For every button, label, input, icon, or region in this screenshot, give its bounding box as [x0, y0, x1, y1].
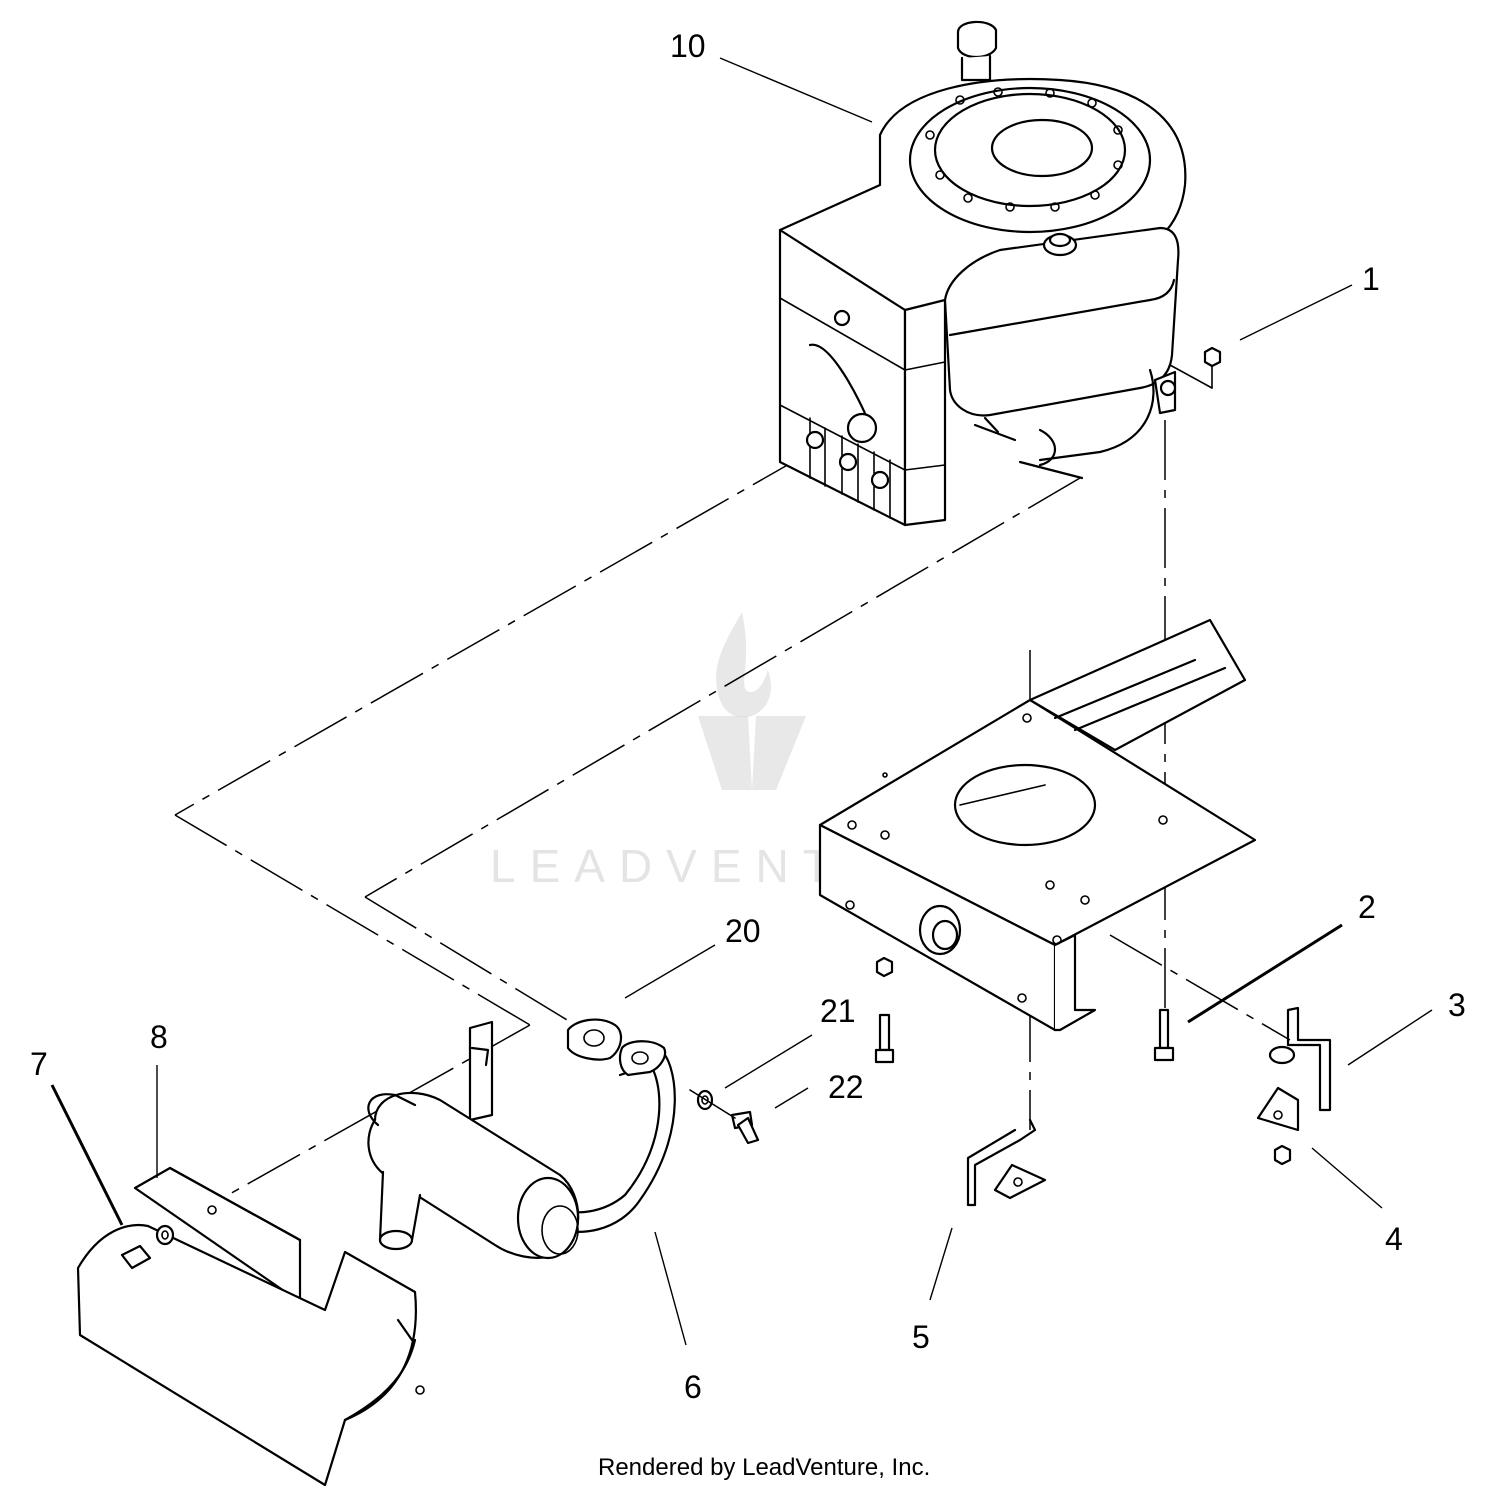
engine — [778, 20, 1187, 527]
watermark-logo — [698, 612, 806, 790]
callout-21: 21 — [820, 993, 856, 1029]
callout-7: 7 — [30, 1046, 48, 1082]
heat-shield-7 — [76, 1224, 425, 1487]
callout-22: 22 — [828, 1069, 864, 1105]
callout-3: 3 — [1448, 987, 1466, 1023]
callout-20: 20 — [725, 913, 761, 949]
callout-5: 5 — [912, 1319, 930, 1355]
engine-mount-plate — [818, 618, 1257, 1032]
screen-holes — [925, 87, 1123, 212]
screw-22 — [689, 1089, 760, 1145]
footer-credit: Rendered by LeadVenture, Inc. — [598, 1454, 930, 1481]
callout-2: 2 — [1358, 889, 1376, 925]
callout-10: 10 — [670, 28, 706, 64]
callout-8: 8 — [150, 1019, 168, 1055]
shield-plate-8 — [133, 1166, 302, 1304]
callout-4: 4 — [1385, 1221, 1403, 1257]
callout-6: 6 — [684, 1369, 702, 1405]
phantom-lines — [174, 420, 1291, 1196]
bolt-lower-left — [874, 956, 895, 1064]
leader-lines — [50, 57, 1433, 1346]
bolt-2 — [1153, 1008, 1175, 1062]
nut-1 — [1169, 346, 1222, 389]
pin-3 — [1256, 1006, 1332, 1132]
muffler-6 — [367, 1020, 676, 1260]
callout-labels: 10 1 2 3 4 5 6 7 8 20 21 22 — [30, 28, 1466, 1405]
nut-4 — [1273, 1144, 1292, 1166]
gasket-20 — [566, 1018, 623, 1061]
bracket-5 — [966, 1118, 1047, 1207]
callout-1: 1 — [1362, 261, 1380, 297]
